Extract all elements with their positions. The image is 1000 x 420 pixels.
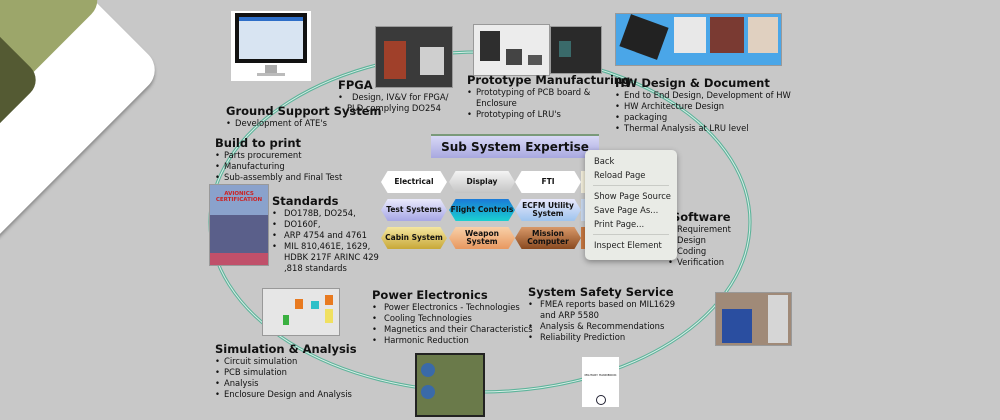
hex-display: Display (449, 171, 515, 193)
list-item: Sub-assembly and Final Test (215, 172, 342, 183)
section-ground-support: Ground Support System Development of ATE… (226, 104, 382, 129)
list-item: Cooling Technologies (372, 313, 533, 324)
hex-electrical: Electrical (381, 171, 447, 193)
list-item: Manufacturing (215, 161, 342, 172)
list-item: Enclosure Design and Analysis (215, 389, 357, 400)
section-system-safety: System Safety Service FMEA reports based… (528, 285, 675, 343)
section-title: Simulation & Analysis (215, 342, 357, 356)
section-title: System Safety Service (528, 285, 674, 299)
list-item: DO178B, DO254, (272, 208, 379, 219)
list-item: PLD complying DO254 (347, 103, 441, 113)
list-item: End to End Design, Development of HW (615, 90, 791, 101)
simulation-image (262, 288, 340, 336)
menu-item-reload[interactable]: Reload Page (594, 170, 646, 180)
fpga-board-image (375, 26, 453, 88)
section-title: Standards (272, 194, 339, 208)
list-item: HW Architecture Design (615, 101, 791, 112)
hex-mission-computer: Mission Computer (515, 227, 581, 249)
power-board-image (415, 353, 485, 417)
avionics-book-image: AVIONICS CERTIFICATION (209, 184, 269, 266)
menu-separator (593, 234, 669, 235)
test-equipment-image (715, 292, 792, 346)
section-title: Prototype Manufacturing (467, 73, 631, 87)
list-item: Design (668, 235, 731, 246)
list-item: Reliability Prediction (528, 332, 675, 343)
list-item: Parts procurement (215, 150, 342, 161)
hex-ecfm-utility: ECFM Utility System (515, 199, 581, 221)
menu-item-save-page[interactable]: Save Page As... (594, 205, 659, 215)
list-item: Design, IV&V for FPGA/ (338, 92, 448, 103)
menu-separator (593, 185, 669, 186)
list-item: Prototyping of LRU's (467, 109, 630, 120)
menu-item-back[interactable]: Back (594, 156, 615, 166)
section-title: Software (672, 210, 731, 224)
subsystem-title: Sub System Expertise (431, 134, 599, 158)
list-item: packaging (615, 112, 791, 123)
hex-weapon-system: Weapon System (449, 227, 515, 249)
section-standards: Standards DO178B, DO254,DO160F,ARP 4754 … (272, 194, 379, 274)
list-item: Analysis & Recommendations (528, 321, 675, 332)
list-item: and ARP 5580 (540, 310, 599, 320)
book-title: AVIONICS CERTIFICATION (215, 191, 263, 203)
list-item: Enclosure (476, 98, 517, 108)
menu-item-inspect[interactable]: Inspect Element (594, 240, 662, 250)
list-item: MIL 810,461E, 1629, (272, 241, 379, 252)
hex-test-systems: Test Systems (381, 199, 447, 221)
list-item: Power Electronics - Technologies (372, 302, 533, 313)
section-build-to-print: Build to print Parts procurementManufact… (215, 136, 342, 183)
section-simulation: Simulation & Analysis Circuit simulation… (215, 342, 357, 400)
list-item: Coding (668, 246, 731, 257)
hex-flight-controls: Flight Controls (449, 199, 515, 221)
section-title: Power Electronics (372, 288, 488, 302)
context-menu: Back Reload Page Show Page Source Save P… (585, 150, 677, 260)
list-item: ,818 standards (284, 263, 347, 273)
list-item: Harmonic Reduction (372, 335, 533, 346)
prototype-image (473, 24, 550, 76)
menu-item-print[interactable]: Print Page... (594, 219, 645, 229)
menu-item-show-source[interactable]: Show Page Source (594, 191, 671, 201)
list-item: DO160F, (272, 219, 379, 230)
list-item: Prototyping of PCB board & (467, 87, 630, 98)
list-item: HDBK 217F ARINC 429 (284, 252, 379, 262)
list-item: Verification (668, 257, 731, 268)
list-item: PCB simulation (215, 367, 357, 378)
list-item: Thermal Analysis at LRU level (615, 123, 791, 134)
lru-image (550, 26, 602, 74)
list-item: FMEA reports based on MIL1629 (528, 299, 675, 310)
list-item: ARP 4754 and 4761 (272, 230, 379, 241)
list-item: Requirement (668, 224, 731, 235)
list-item: Development of ATE's (226, 118, 382, 129)
hex-fti: FTI (515, 171, 581, 193)
section-software: Software RequirementDesignCodingVerifica… (668, 210, 731, 268)
list-item: Magnetics and their Characteristics (372, 324, 533, 335)
handbook-title: MILITARY HANDBOOK (584, 373, 617, 377)
section-title: FPGA (338, 78, 373, 92)
section-hw-design: HW Design & Document End to End Design, … (615, 76, 791, 134)
section-title: HW Design & Document (615, 76, 770, 90)
list-item: Analysis (215, 378, 357, 389)
section-title: Ground Support System (226, 104, 382, 118)
section-title: Build to print (215, 136, 302, 150)
list-item: Circuit simulation (215, 356, 357, 367)
section-power-electronics: Power Electronics Power Electronics - Te… (372, 288, 533, 346)
military-handbook-image: MILITARY HANDBOOK (582, 357, 619, 407)
monitor-image (231, 11, 311, 81)
hex-cabin-system: Cabin System (381, 227, 447, 249)
hw-design-image (615, 13, 782, 66)
section-prototype: Prototype Manufacturing Prototyping of P… (467, 73, 630, 120)
section-fpga: FPGA Design, IV&V for FPGA/PLD complying… (338, 78, 448, 114)
